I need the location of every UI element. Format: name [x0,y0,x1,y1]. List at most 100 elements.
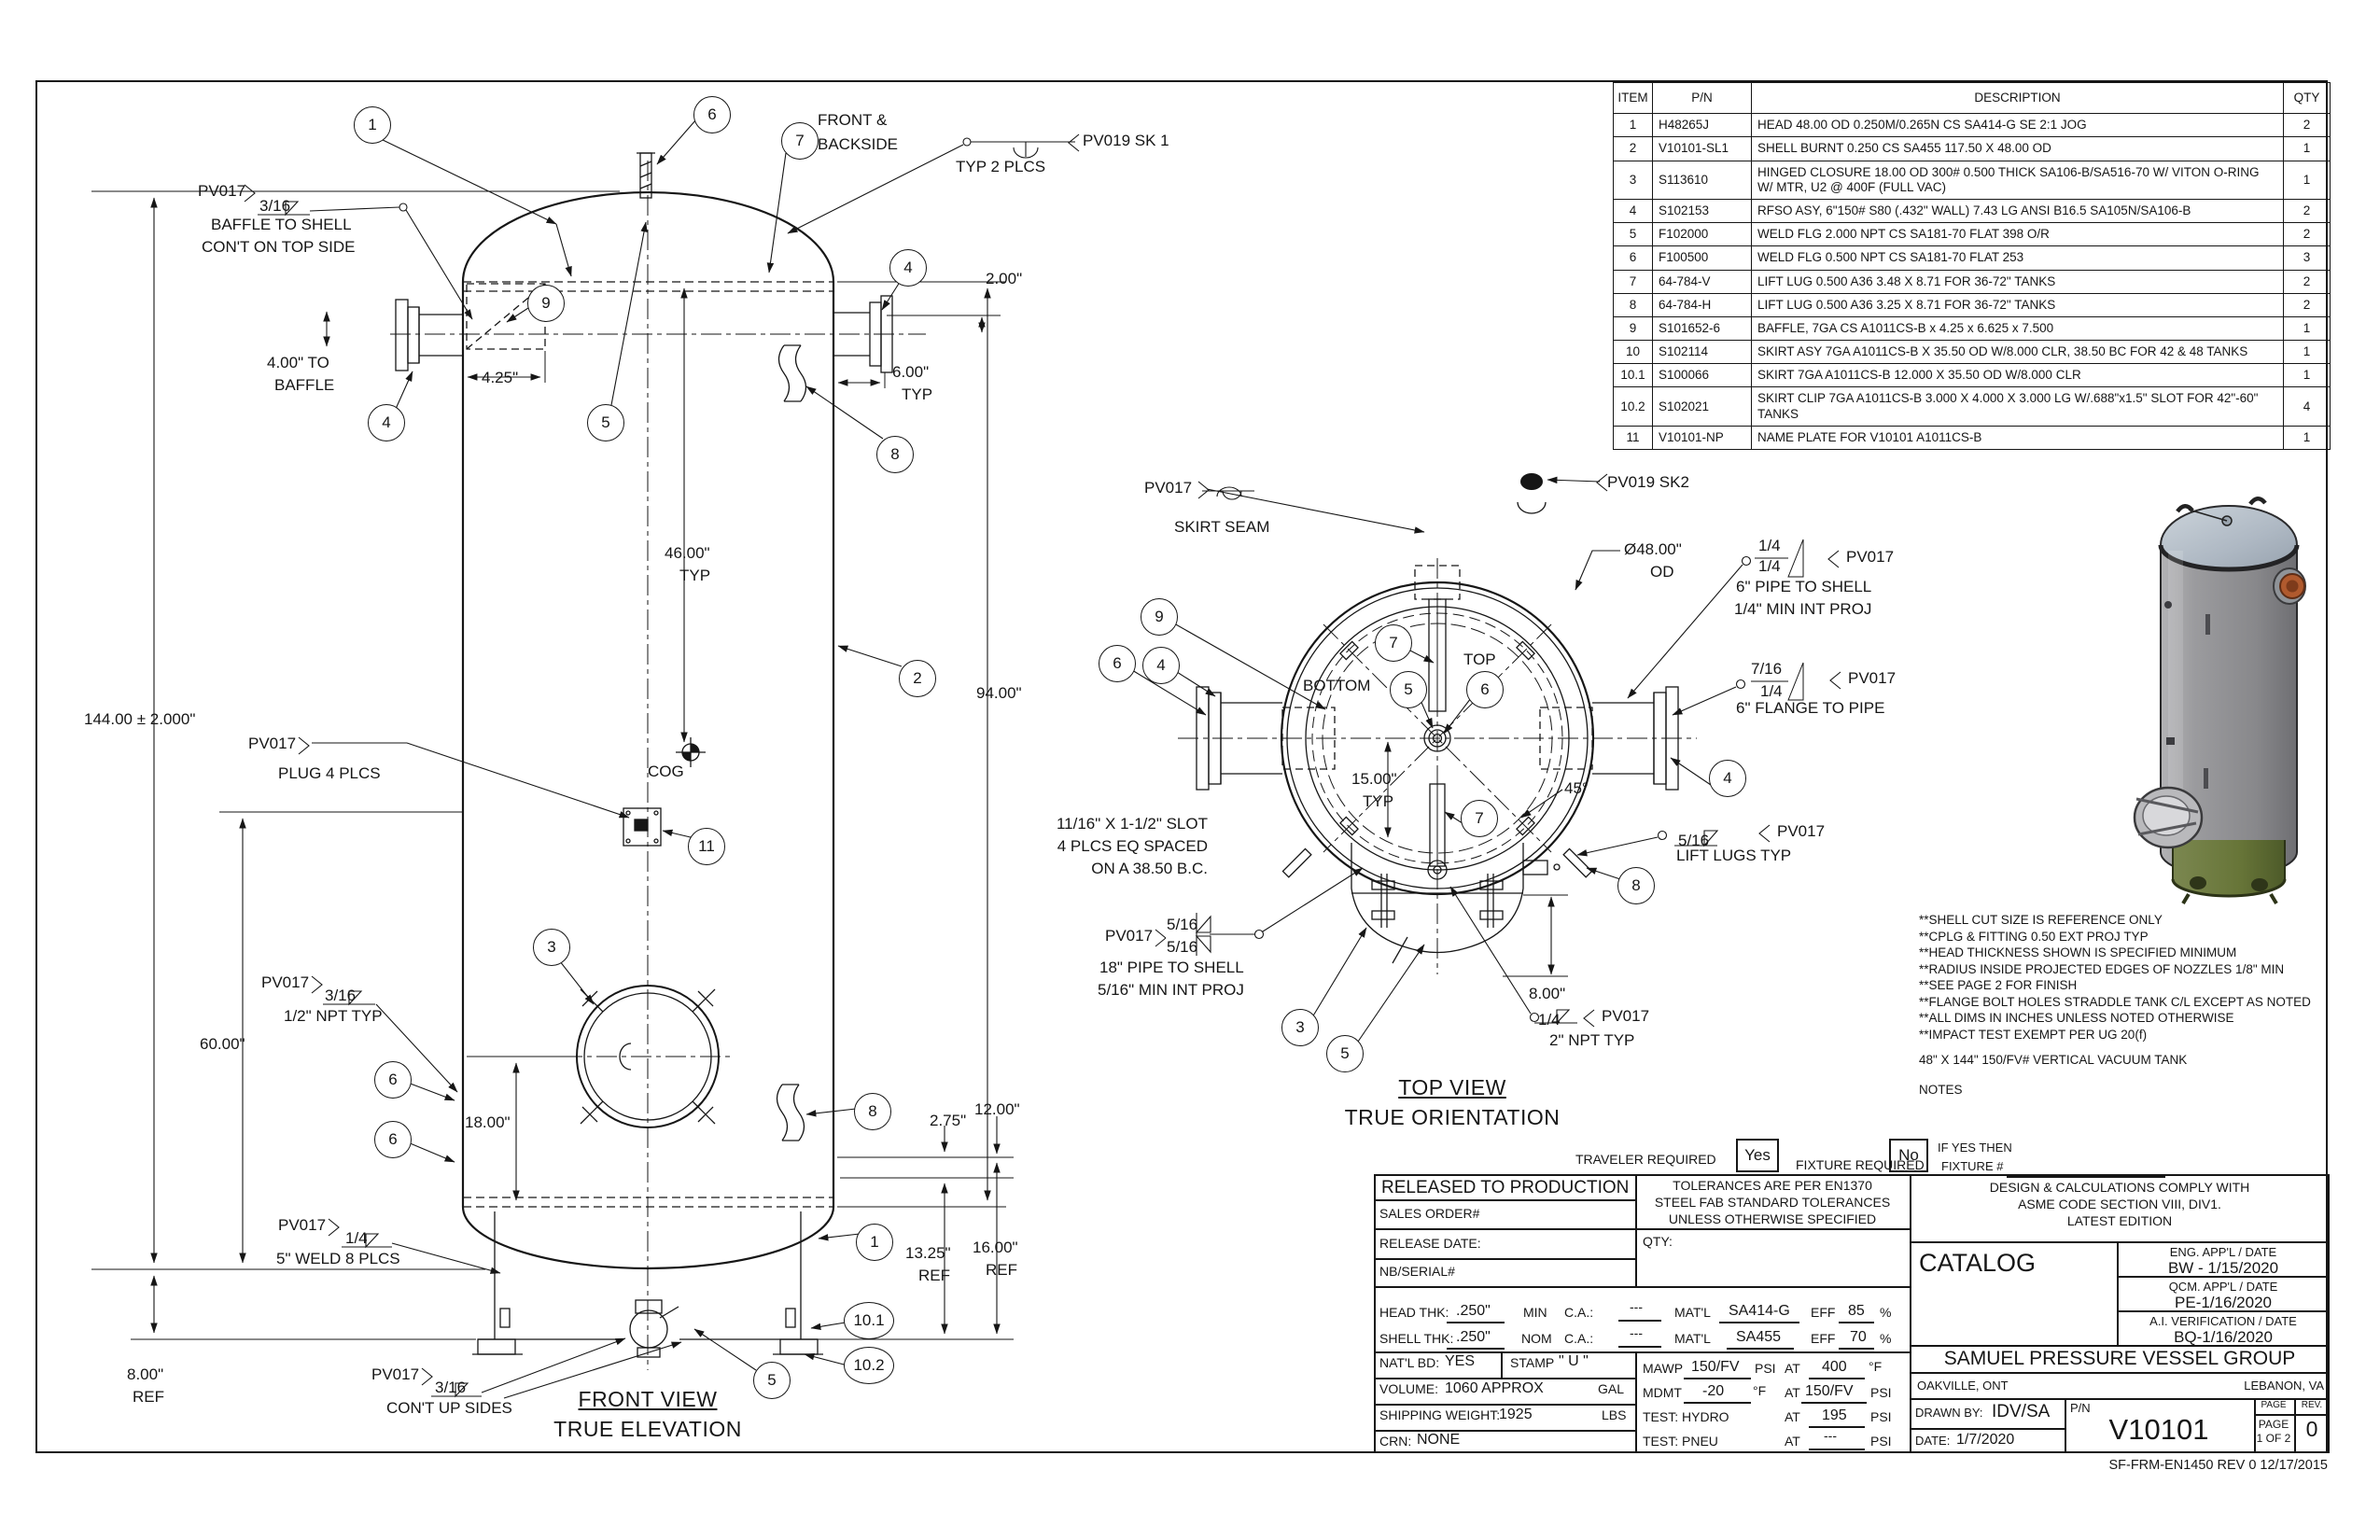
item-balloon-5: 5 [1390,671,1427,708]
callout-label: 4.25" [482,369,519,386]
head-thk-label: HEAD THK: [1379,1305,1449,1320]
callout-label: PV017 [198,182,246,200]
fixture-number-label: FIXTURE # [1941,1159,2004,1173]
ca-label-1: C.A.: [1564,1305,1594,1320]
bom-cell-pn: F102000 [1652,222,1752,247]
note-line: **RADIUS INSIDE PROJECTED EDGES OF NOZZL… [1919,961,2285,976]
top-view-title: TOP VIEW [1398,1075,1506,1099]
test-hydro-value: 195 [1822,1407,1847,1423]
bom-cell-item: 10 [1613,340,1653,365]
callout-label: PV017 [1777,822,1826,840]
bom-cell-qty: 1 [2283,425,2331,451]
callout-label: REF [986,1261,1017,1279]
callout-label: 5/16" MIN INT PROJ [1098,981,1244,999]
item-balloon-6: 6 [693,96,731,133]
tank-3d-render [2133,497,2306,905]
bom-cell-desc: BAFFLE, 7GA CS A1011CS-B x 4.25 x 6.625 … [1751,315,2284,342]
bom-cell-pn: F100500 [1652,245,1752,271]
bom-cell-qty: 2 [2283,198,2331,224]
item-balloon-2: 2 [899,660,936,697]
shell-eff-value: 70 [1850,1329,1867,1345]
item-balloon-4: 4 [368,404,405,441]
callout-label: 1/4 [1758,557,1781,575]
mawp-temp-value: 400 [1822,1359,1847,1375]
bom-cell-pn: H48265J [1652,113,1752,138]
sales-order-label: SALES ORDER# [1379,1206,1480,1221]
callout-label: 13.25" [905,1244,951,1262]
rev-header: REV. [2301,1400,2323,1410]
item-balloon-6: 6 [374,1061,412,1099]
head-thk-value: .250" [1456,1303,1491,1319]
mdmt-press-value: 150/FV [1805,1383,1854,1399]
callout-label: PV017 [1846,548,1895,566]
item-balloon-3: 3 [533,929,570,966]
traveler-yes-box[interactable]: Yes [1736,1139,1779,1172]
head-min-label: MIN [1523,1305,1547,1320]
qcm-appl-label: QCM. APP'L / DATE [2168,1280,2278,1294]
callout-label: 15.00" [1351,770,1397,788]
bom-cell-qty: 2 [2283,222,2331,247]
callout-label: SKIRT SEAM [1174,518,1270,536]
callout-label: 16.00" [973,1239,1018,1256]
bom-cell-qty: 2 [2283,292,2331,317]
note-line: **SHELL CUT SIZE IS REFERENCE ONLY [1919,913,2163,927]
item-balloon-4: 4 [1142,647,1180,684]
callout-label: 5/16 [1678,832,1710,849]
item-balloon-7: 7 [1461,800,1498,837]
bom-cell-item: 6 [1613,245,1653,271]
callout-label: 1/4 [1538,1011,1561,1029]
natl-bd-label: NAT'L BD: [1379,1355,1440,1370]
bom-cell-item: 7 [1613,269,1653,294]
pn-label: P/N [2070,1401,2091,1415]
callout-label: 2" NPT TYP [1549,1031,1635,1049]
drawn-by-label: DRAWN BY: [1915,1406,1983,1420]
notes-label: NOTES [1919,1083,1963,1097]
bom-header: QTY [2283,81,2331,115]
bom-cell-item: 2 [1613,136,1653,161]
bom-cell-desc: SHELL BURNT 0.250 CS SA455 117.50 X 48.0… [1751,136,2284,161]
tank-description: 48" X 144" 150/FV# VERTICAL VACUUM TANK [1919,1053,2188,1067]
bom-cell-item: 9 [1613,315,1653,342]
bom-cell-item: 1 [1613,113,1653,138]
qty-label: QTY: [1643,1234,1673,1249]
design-line1: DESIGN & CALCULATIONS COMPLY WITH [1989,1180,2250,1195]
eff-label-1: EFF [1811,1305,1836,1320]
callout-label: 1/4" MIN INT PROJ [1734,600,1872,618]
bom-cell-desc: SKIRT CLIP 7GA A1011CS-B 3.000 X 4.000 X… [1751,386,2284,427]
location-left: OAKVILLE, ONT [1917,1379,2009,1393]
catalog-label: CATALOG [1919,1249,2037,1277]
bom-cell-qty: 2 [2283,113,2331,138]
degf-2: °F [1753,1383,1767,1398]
volume-unit: GAL [1598,1381,1625,1396]
callout-label: 3/16 [435,1379,467,1396]
callout-label: TYP [679,567,711,584]
item-balloon-6: 6 [1099,645,1136,682]
nb-serial-label: NB/SERIAL# [1379,1264,1455,1279]
fixture-no-box[interactable]: No [1889,1139,1928,1172]
note-line: **ALL DIMS IN INCHES UNLESS NOTED OTHERW… [1919,1011,2234,1025]
bom-cell-pn: S102153 [1652,198,1752,224]
note-line: **IMPACT TEST EXEMPT PER UG 20(f) [1919,1027,2148,1042]
psi-2: PSI [1870,1385,1892,1400]
callout-label: 46.00" [665,544,710,562]
item-balloon-9: 9 [527,285,565,322]
callout-label: 1/4 [345,1229,368,1247]
bom-cell-pn: S113610 [1652,160,1752,200]
date-label: DATE: [1915,1434,1951,1448]
callout-label: 1/4 [1760,682,1783,700]
degf-1: °F [1869,1359,1883,1374]
bom-cell-qty: 4 [2283,386,2331,427]
crn-value: NONE [1417,1432,1461,1448]
top-view-linework [1131,473,1841,1043]
mawp-label: MAWP [1643,1361,1684,1376]
test-pneu-label: TEST: PNEU [1643,1434,1718,1449]
mdmt-value: -20 [1702,1383,1725,1399]
callout-label: PV019 SK 1 [1083,132,1169,149]
